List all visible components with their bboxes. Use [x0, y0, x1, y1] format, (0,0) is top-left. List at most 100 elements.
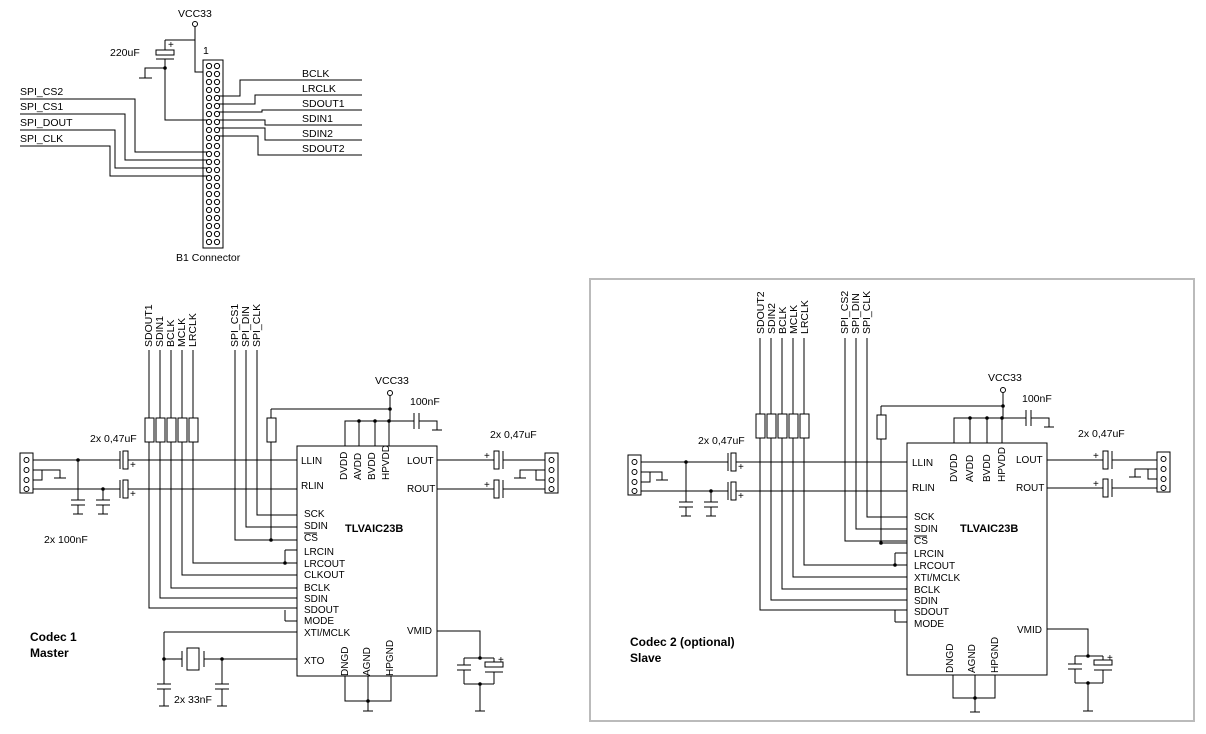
connector-vcc-label: VCC33 — [178, 8, 212, 20]
pin-label: XTO — [304, 656, 325, 667]
pin-label: BVDD — [367, 452, 378, 480]
connector-pin — [205, 174, 213, 182]
codec2-input-caps-label: 2x 0,47uF — [698, 435, 745, 447]
codec1-vcc-label: VCC33 — [375, 375, 409, 387]
resistor — [266, 417, 277, 443]
svg-text:+: + — [1107, 653, 1113, 664]
connector-pin — [213, 102, 221, 110]
pin-label: HPGND — [385, 640, 396, 676]
pin-label: LRCOUT — [914, 561, 955, 572]
svg-text:+: + — [1093, 451, 1099, 462]
connector-pin1-label: 1 — [203, 45, 209, 57]
codec2-optional-frame — [589, 278, 1195, 722]
connector-pin — [205, 166, 213, 174]
net-label: MCLK — [788, 305, 800, 334]
pin-label: HPVDD — [381, 445, 392, 480]
pin-label: CS — [304, 533, 318, 544]
connector-pin — [205, 86, 213, 94]
net-label: SDOUT1 — [143, 304, 155, 347]
resistor — [755, 413, 766, 439]
net-label: SPI_CS2 — [839, 291, 851, 334]
connector-pin — [213, 118, 221, 126]
codec2-top-nets: SDOUT2 SDIN2 BCLK MCLK LRCLK SPI_CS2 SPI… — [755, 291, 873, 334]
pin-label: SCK — [304, 509, 325, 520]
crystal — [186, 647, 200, 671]
connector-cap-symbol — [155, 49, 175, 56]
connector-pin — [213, 190, 221, 198]
codec1-decoupling-label: 100nF — [410, 396, 440, 408]
net-label: SPI_DIN — [850, 293, 862, 334]
net-label: LRCLK — [302, 83, 336, 95]
connector-pin — [205, 94, 213, 102]
pin-label: MODE — [914, 619, 944, 630]
connector-pin — [205, 230, 213, 238]
svg-text:+: + — [738, 491, 744, 502]
resistor — [777, 413, 788, 439]
connector-pin — [213, 182, 221, 190]
codec1-output-caps-label: 2x 0,47uF — [490, 429, 537, 441]
net-label: SDOUT1 — [302, 98, 345, 110]
pin-label: VMID — [1017, 625, 1042, 636]
svg-text:+: + — [168, 40, 174, 51]
resistor — [876, 414, 887, 440]
connector-pin — [213, 78, 221, 86]
svg-text:+: + — [498, 655, 504, 666]
codec1-chip — [296, 445, 438, 677]
connector-pin — [205, 198, 213, 206]
resistor — [177, 417, 188, 443]
connector-title: B1 Connector — [176, 252, 241, 264]
codec2-vcc-label: VCC33 — [988, 372, 1022, 384]
connector-pin — [205, 222, 213, 230]
pin-label: DVDD — [339, 452, 350, 480]
pin-label: RLIN — [912, 483, 935, 494]
connector-pin — [213, 134, 221, 142]
codec1-label-name: Codec 1 — [30, 630, 77, 644]
connector-pin — [213, 86, 221, 94]
connector-pin — [213, 214, 221, 222]
codec2-label-name: Codec 2 (optional) — [630, 635, 735, 649]
connector-pin — [205, 214, 213, 222]
net-label: SDOUT2 — [755, 291, 767, 334]
net-label: MCLK — [176, 318, 188, 347]
net-label: BCLK — [777, 307, 789, 334]
pin-label: AGND — [967, 644, 978, 673]
codec2-section: Codec 2 (optional) Slave SDOUT2 SDIN2 BC… — [627, 291, 1171, 713]
resistor — [788, 413, 799, 439]
net-label: BCLK — [165, 320, 177, 347]
pin-label: HPVDD — [997, 447, 1008, 482]
connector-pin — [205, 62, 213, 70]
svg-text:+: + — [130, 489, 136, 500]
pin-label: BVDD — [982, 454, 993, 482]
codec1-filter-caps-label: 2x 100nF — [44, 534, 88, 546]
net-label: SDIN2 — [302, 128, 333, 140]
pin-label: CLKOUT — [304, 570, 345, 581]
codec1-input-caps-label: 2x 0,47uF — [90, 433, 137, 445]
net-label: SDIN1 — [154, 316, 166, 347]
codec1-section: Codec 1 Master SDOUT1 SDIN1 BCLK MCLK LR… — [19, 304, 559, 712]
pin-label: CS — [914, 536, 928, 547]
connector-pin — [205, 118, 213, 126]
connector-body — [202, 59, 224, 249]
pin-label: LRCIN — [304, 547, 334, 558]
net-label: SPI_DOUT — [20, 117, 73, 129]
pin-label: SDIN — [304, 521, 328, 532]
connector-pin — [205, 78, 213, 86]
pin-label: LLIN — [301, 456, 322, 467]
codec1-top-nets: SDOUT1 SDIN1 BCLK MCLK LRCLK SPI_CS1 SPI… — [143, 304, 263, 347]
pin-label: SDOUT — [914, 607, 949, 618]
pin-label: RLIN — [301, 481, 324, 492]
net-label: SPI_CLK — [861, 291, 873, 334]
pin-label: SDOUT — [304, 605, 339, 616]
pin-label: LRCOUT — [304, 559, 345, 570]
pin-label: LOUT — [407, 456, 434, 467]
connector-cap-label: 220uF — [110, 47, 140, 59]
connector-pin — [213, 142, 221, 150]
net-label: SPI_CLK — [20, 133, 63, 145]
pin-label: LLIN — [912, 458, 933, 469]
net-label: SPI_CLK — [251, 304, 263, 347]
pin-label: LOUT — [1016, 455, 1043, 466]
connector-pin — [205, 158, 213, 166]
pin-label: DNGD — [945, 644, 956, 673]
connector-pin — [213, 158, 221, 166]
